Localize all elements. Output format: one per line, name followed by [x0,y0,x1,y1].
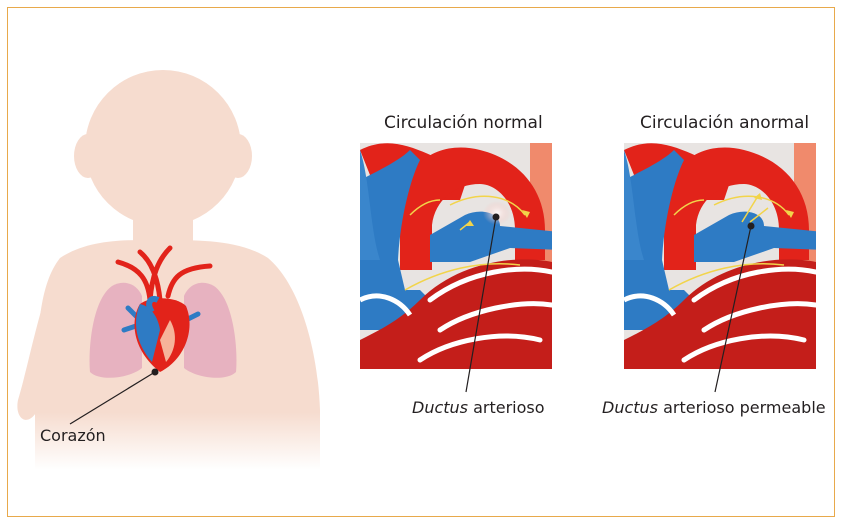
ductus-italic-term: Ductus [602,398,658,417]
heart-label: Corazón [40,426,106,445]
abnormal-ductus-caption: Ductus arterioso permeable [602,398,826,417]
caption-rest: arterioso permeable [658,398,826,417]
normal-ductus-caption: Ductus arterioso [412,398,545,417]
abnormal-circulation-panel [624,143,824,369]
normal-circulation-title: Circulación normal [384,113,543,133]
caption-rest: arterioso [468,398,545,417]
baby-silhouette [17,70,320,470]
normal-circulation-panel [360,143,560,369]
ductus-italic-term: Ductus [412,398,468,417]
abnormal-circulation-title: Circulación anormal [640,113,809,133]
